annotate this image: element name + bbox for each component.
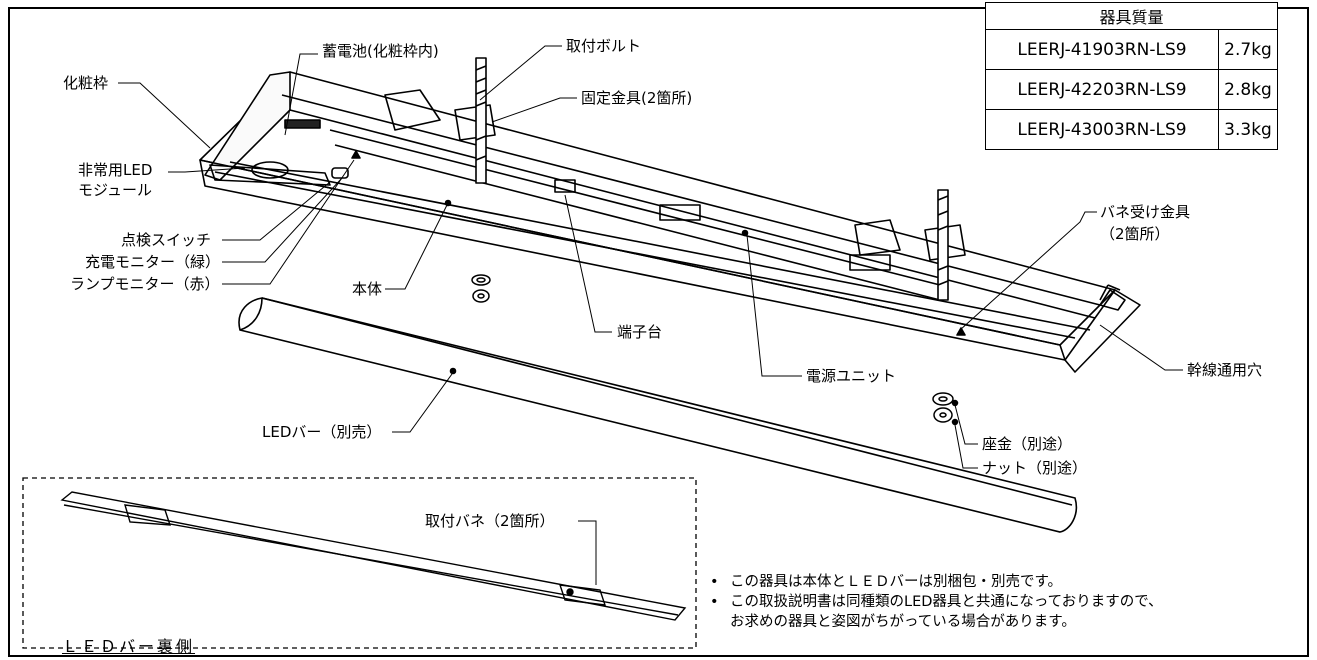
weight-cell: 2.7kg: [1218, 29, 1278, 70]
model-cell: LEERJ-42203RN-LS9: [985, 69, 1219, 110]
label-trunk-hole: 幹線通用穴: [1187, 361, 1263, 379]
weight-cell: 2.8kg: [1218, 69, 1278, 110]
note-text: この器具は本体とＬＥＤバーは別梱包・別売です。: [730, 574, 1063, 590]
weight-cell: 3.3kg: [1218, 109, 1278, 150]
label-mounting-spring: 取付バネ（2箇所）: [425, 512, 555, 530]
weight-table-title: 器具質量: [985, 2, 1278, 30]
label-power-unit: 電源ユニット: [806, 367, 897, 385]
notes: • この器具は本体とＬＥＤバーは別梱包・別売です。 • この取扱説明書は同種類の…: [710, 572, 1163, 632]
label-lamp-monitor: ランプモニター（赤）: [70, 275, 220, 293]
note-text: お求めの器具と姿図がちがっている場合があります。: [730, 614, 1076, 630]
note-bullet: •: [710, 594, 719, 610]
model-cell: LEERJ-41903RN-LS9: [985, 29, 1219, 70]
label-emergency-led-2: モジュール: [78, 181, 152, 199]
outer-border: [8, 7, 1309, 657]
spring-leader: [578, 520, 597, 585]
label-emergency-led-1: 非常用LED: [78, 161, 153, 179]
label-battery: 蓄電池(化粧枠内): [322, 42, 439, 60]
led-bar: [238, 297, 1078, 533]
label-terminal-block: 端子台: [617, 323, 663, 341]
label-mounting-bolt: 取付ボルト: [566, 37, 642, 55]
inset-border: [22, 477, 697, 649]
weight-table: 器具質量 LEERJ-41903RN-LS9 2.7kg LEERJ-42203…: [985, 2, 1278, 150]
note-item: • この取扱説明書は同種類のLED器具と共通になっておりますので、: [710, 592, 1163, 612]
label-led-bar: LEDバー（別売）: [262, 423, 382, 441]
label-charge-monitor: 充電モニター（緑）: [85, 253, 221, 271]
washer-nut-center: [471, 274, 491, 303]
fixture-body: [199, 57, 1141, 373]
label-decorative-frame: 化粧枠: [63, 74, 109, 92]
model-cell: LEERJ-43003RN-LS9: [985, 109, 1219, 150]
inset-title: ＬＥＤバー裏側: [62, 637, 196, 656]
note-text: この取扱説明書は同種類のLED器具と共通になっておりますので、: [730, 594, 1163, 610]
label-spring-bracket-1: バネ受け金具: [1100, 203, 1191, 221]
label-spring-bracket-2: （2箇所）: [1100, 225, 1170, 243]
note-item: お求めの器具と姿図がちがっている場合があります。: [710, 612, 1163, 632]
label-main-body: 本体: [352, 280, 383, 298]
note-item: • この器具は本体とＬＥＤバーは別梱包・別売です。: [710, 572, 1163, 592]
table-row: LEERJ-41903RN-LS9 2.7kg: [985, 29, 1278, 70]
label-nut: ナット（別途）: [982, 459, 1088, 477]
leader-lines: [118, 45, 1183, 469]
led-bar-back-drawing: [60, 491, 687, 621]
table-row: LEERJ-43003RN-LS9 3.3kg: [985, 109, 1278, 150]
label-washer: 座金（別途）: [982, 435, 1073, 453]
table-row: LEERJ-42203RN-LS9 2.8kg: [985, 69, 1278, 110]
label-fixing-bracket: 固定金具(2箇所): [581, 89, 693, 107]
note-bullet: •: [710, 574, 719, 590]
washer-nut-right: [932, 392, 959, 426]
label-test-switch: 点検スイッチ: [121, 231, 212, 249]
